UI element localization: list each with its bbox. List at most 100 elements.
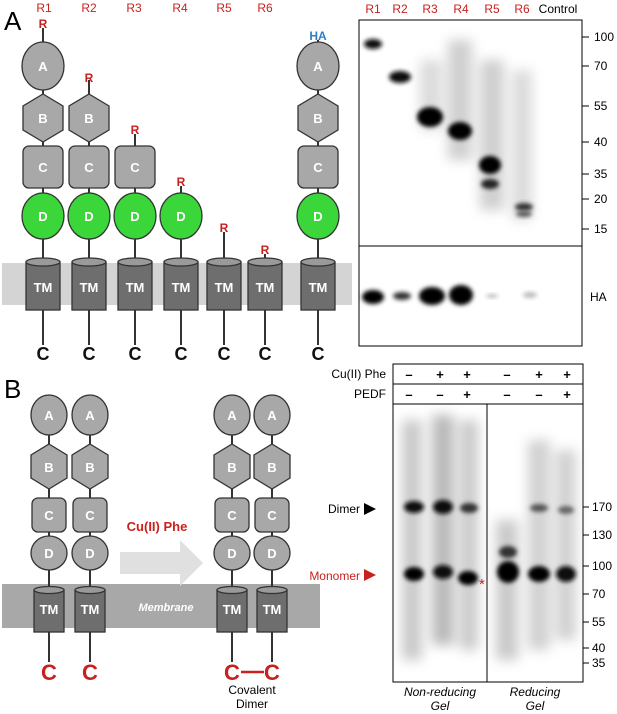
b-left1-tm: TM [40, 602, 59, 617]
b-marker-100: 100 [592, 559, 612, 573]
b-left1-b: B [44, 460, 53, 475]
domain-d [113, 192, 157, 240]
construct-label-r4: R4 [172, 1, 188, 15]
b-right1-tm: TM [223, 602, 242, 617]
monomer-band-5 [528, 566, 550, 582]
r5-c-terminus: C [218, 344, 231, 364]
membrane-label: Membrane [138, 602, 193, 614]
b-left2-d: D [85, 546, 94, 561]
blot-lane-r3: R3 [422, 2, 438, 16]
domain-c [22, 145, 64, 189]
r2-c-terminus: C [83, 344, 96, 364]
construct-r4 [159, 186, 203, 345]
r2-domain-d-label: D [84, 209, 93, 224]
ha-domain-a-label: A [313, 59, 323, 74]
band-r3 [417, 107, 443, 127]
tm-segment [25, 261, 61, 311]
band-r5 [479, 156, 501, 174]
marker-70: 70 [594, 59, 608, 73]
blot-lane-r2: R2 [392, 2, 408, 16]
gel1-caption-line2: Gel [431, 699, 450, 713]
ha-band-r4 [449, 285, 473, 305]
domain-b [297, 93, 339, 143]
r1-domain-a-label: A [38, 59, 48, 74]
b-left1-d: D [44, 546, 53, 561]
construct-r1 [21, 28, 65, 345]
domain-a [21, 41, 65, 91]
b-right2-c-terminus: C [264, 660, 280, 685]
b-marker-35: 35 [592, 656, 606, 670]
b-marker-55: 55 [592, 615, 606, 629]
dimer-band-5 [530, 504, 548, 512]
band-r4 [448, 122, 472, 140]
monomer-label: Monomer [309, 569, 360, 583]
r3-domain-c-label: C [130, 160, 140, 175]
b-marker-130: 130 [592, 528, 612, 542]
blot-b: Cu(II) Phe PEDF – + + – + + – – + – – + [309, 363, 612, 713]
dimer-arrowhead [364, 503, 376, 515]
b-right2-d: D [267, 546, 276, 561]
b-left1-a: A [44, 408, 54, 423]
r3-domain-d-label: D [130, 209, 139, 224]
gel1-caption-line1: Non-reducing [404, 685, 476, 699]
construct-r3 [113, 134, 157, 345]
dimer-band-2 [433, 500, 453, 514]
asterisk: * [479, 576, 485, 593]
blot-lane-r5: R5 [484, 2, 500, 16]
r5-tm-label: TM [215, 280, 234, 295]
marker-35: 35 [594, 167, 608, 181]
condition-row1-label: Cu(II) Phe [331, 367, 386, 381]
monomer-band-6 [556, 566, 576, 582]
b-right1-b: B [227, 460, 236, 475]
r2-tag-label: R [85, 71, 94, 85]
construct-label-r2: R2 [81, 1, 97, 15]
monomer-arrowhead [364, 569, 376, 581]
row2-sign-5: – [535, 387, 542, 402]
domain-d [296, 192, 340, 240]
b-left2-a: A [85, 408, 95, 423]
r1-domain-c-label: C [38, 160, 48, 175]
dimer-caption: Dimer [236, 697, 268, 711]
b-marker-40: 40 [592, 641, 606, 655]
tm-segment [117, 261, 153, 311]
b-left1-c: C [44, 508, 54, 523]
row1-sign-1: – [405, 367, 412, 382]
r4-tag-label: R [177, 175, 186, 189]
construct-labels: R1 R2 R3 R4 R5 R6 [36, 1, 273, 15]
b-right1-c: C [227, 508, 237, 523]
r4-domain-d-label: D [176, 209, 185, 224]
b-marker-170: 170 [592, 500, 612, 514]
r6-c-terminus: C [259, 344, 272, 364]
domain-d [21, 192, 65, 240]
gel2-caption-line1: Reducing [510, 685, 561, 699]
construct-label-r5: R5 [216, 1, 232, 15]
r1-tag-label: R [39, 17, 48, 31]
dimer-band-6 [558, 506, 574, 514]
b-marker-70: 70 [592, 587, 606, 601]
b-right2-c: C [267, 508, 277, 523]
r6-tag-label: R [261, 243, 270, 257]
ha-tm-label: TM [309, 280, 328, 295]
row1-sign-3: + [463, 367, 471, 382]
band-r1 [364, 39, 382, 49]
construct-label-r6: R6 [257, 1, 273, 15]
ha-domain-c-label: C [313, 160, 323, 175]
construct-r6 [247, 254, 283, 345]
gel2-caption-line2: Gel [526, 699, 545, 713]
panel-a-label: A [4, 6, 22, 36]
ha-c-terminus: C [312, 344, 325, 364]
marker-55: 55 [594, 99, 608, 113]
b-right1-d: D [227, 546, 236, 561]
r2-tm-label: TM [80, 280, 99, 295]
ha-band-r6 [523, 292, 537, 298]
monomer-band-4 [497, 561, 519, 583]
row1-sign-5: + [535, 367, 543, 382]
row2-sign-3: + [463, 387, 471, 402]
monomer-band-1 [404, 567, 424, 581]
tm-segment [300, 261, 336, 311]
ha-domain-b-label: B [313, 111, 322, 126]
dimer-band-3 [460, 503, 478, 513]
b-left2-b: B [85, 460, 94, 475]
construct-label-r3: R3 [126, 1, 142, 15]
